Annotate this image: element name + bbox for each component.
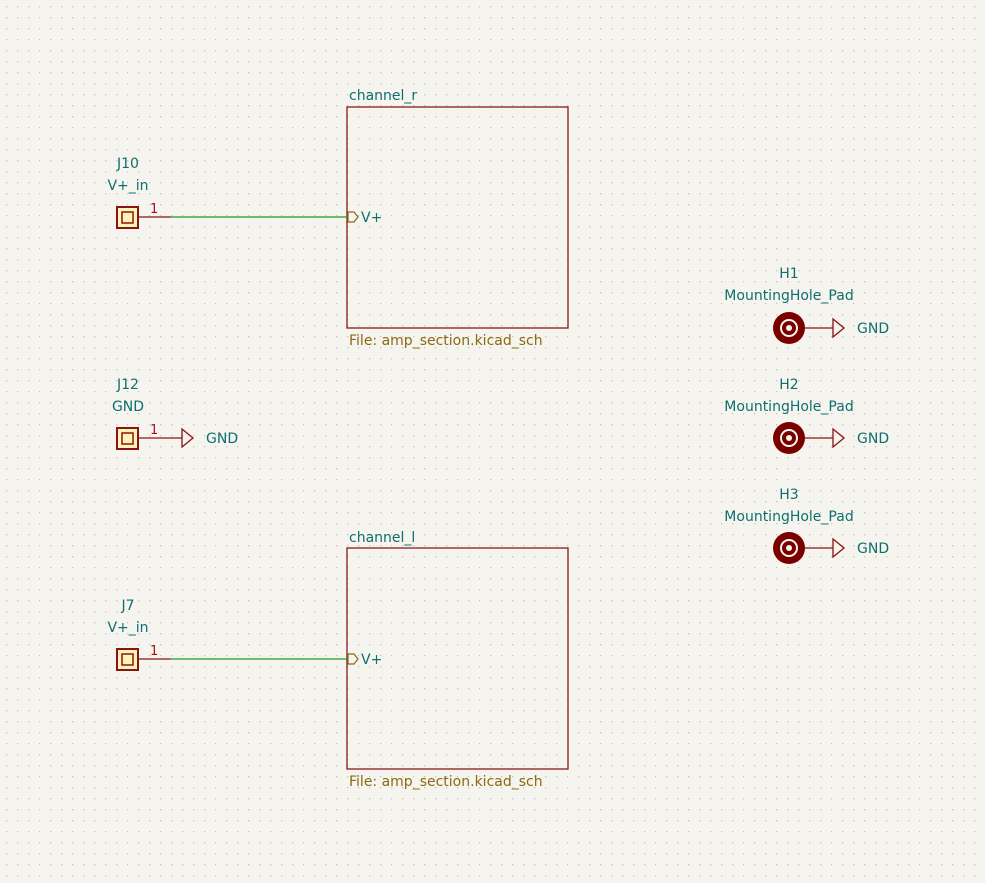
sheet-file: File: amp_section.kicad_sch bbox=[349, 333, 543, 349]
sheet-name: channel_l bbox=[349, 530, 415, 546]
sheet-file: File: amp_section.kicad_sch bbox=[349, 774, 543, 790]
connector-ref: J7 bbox=[120, 598, 134, 614]
hole-center bbox=[786, 545, 792, 551]
connector-ref: J12 bbox=[116, 377, 139, 393]
hole-ref: H2 bbox=[779, 377, 798, 393]
sheet-name: channel_r bbox=[349, 88, 417, 104]
power-label: GND bbox=[857, 431, 889, 447]
hole-value: MountingHole_Pad bbox=[724, 509, 853, 525]
hole-ring bbox=[780, 319, 798, 337]
pin-number: 1 bbox=[150, 423, 158, 438]
hole-ref: H1 bbox=[779, 266, 798, 282]
connector-pin bbox=[121, 432, 134, 445]
pin-number: 1 bbox=[150, 644, 158, 659]
connector-value: GND bbox=[112, 399, 144, 415]
sheet-pin-marker bbox=[347, 211, 359, 223]
hole-value: MountingHole_Pad bbox=[724, 399, 853, 415]
connector-pin bbox=[121, 653, 134, 666]
connector-value: V+_in bbox=[107, 178, 148, 194]
hole-ref: H3 bbox=[779, 487, 798, 503]
hole-ring bbox=[780, 539, 798, 557]
gnd-symbol-icon bbox=[832, 427, 846, 449]
connector-body[interactable] bbox=[116, 427, 139, 450]
hole-center bbox=[786, 325, 792, 331]
mounting-hole-h2[interactable]: H2 MountingHole_Pad GND bbox=[724, 377, 889, 454]
connector-j12[interactable]: J12 GND 1 GND bbox=[112, 377, 238, 450]
connector-ref: J10 bbox=[116, 156, 139, 172]
hole-ring bbox=[780, 429, 798, 447]
connector-value: V+_in bbox=[107, 620, 148, 636]
sheet-channel-r[interactable]: channel_r V+ File: amp_section.kicad_sch bbox=[346, 88, 569, 349]
power-label: GND bbox=[857, 541, 889, 557]
sheet-pin-label: V+ bbox=[361, 652, 382, 668]
connector-body[interactable] bbox=[116, 648, 139, 671]
gnd-symbol-icon bbox=[181, 427, 195, 449]
connector-j7[interactable]: J7 V+_in 1 bbox=[107, 598, 171, 671]
mounting-hole-h3[interactable]: H3 MountingHole_Pad GND bbox=[724, 487, 889, 564]
connector-j10[interactable]: J10 V+_in 1 bbox=[107, 156, 171, 229]
hole-center bbox=[786, 435, 792, 441]
mounting-hole-h1[interactable]: H1 MountingHole_Pad GND bbox=[724, 266, 889, 344]
pin-number: 1 bbox=[150, 202, 158, 217]
sheet-channel-l[interactable]: channel_l V+ File: amp_section.kicad_sch bbox=[346, 530, 569, 790]
gnd-symbol-icon bbox=[832, 537, 846, 559]
hole-value: MountingHole_Pad bbox=[724, 288, 853, 304]
sheet-pin-label: V+ bbox=[361, 210, 382, 226]
power-label: GND bbox=[206, 431, 238, 447]
connector-pin bbox=[121, 211, 134, 224]
power-label: GND bbox=[857, 321, 889, 337]
sheet-pin-marker bbox=[347, 653, 359, 665]
connector-body[interactable] bbox=[116, 206, 139, 229]
gnd-symbol-icon bbox=[832, 317, 846, 339]
